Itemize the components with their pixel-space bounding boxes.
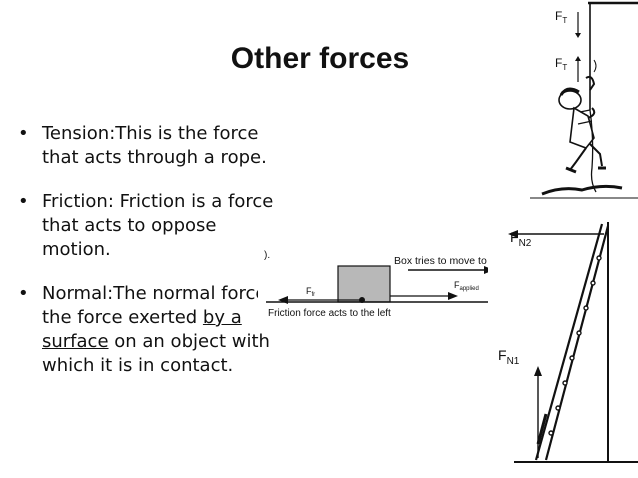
ladder-rung — [562, 380, 568, 386]
boy-arm-grip — [587, 107, 596, 119]
normal-line-2: the force exerted by a — [42, 306, 348, 330]
slide-title: Other forces — [230, 42, 410, 75]
normal-force-n2-label: FN2 — [510, 229, 532, 249]
ladder-rung — [583, 305, 589, 311]
ladder-rungs — [548, 255, 602, 436]
bullet-normal: • Normal:The normal force is the force e… — [18, 282, 348, 378]
tension-label-top: FT — [555, 9, 567, 25]
bullet-marker: • — [18, 123, 29, 144]
ladder-foot-shadow — [536, 413, 548, 445]
friction-box — [337, 265, 391, 303]
ground-pile — [541, 184, 623, 196]
bracket-mark — [593, 59, 597, 73]
applied-force-label: Fapplied — [454, 280, 479, 292]
underlined-surface: surface — [42, 331, 109, 352]
underlined-by-a: by a — [202, 307, 242, 328]
friction-caption: Friction force acts to the left — [268, 308, 391, 319]
tension-arrow-up-head — [575, 56, 581, 61]
boy-shoes — [565, 166, 606, 174]
box-tries-label: Box tries to move to th — [394, 255, 499, 267]
ladder-rung — [590, 280, 596, 286]
ladder-rung — [596, 255, 602, 261]
ladder-normal-force-figure: FN2 FN1 — [488, 208, 638, 478]
partial-char: ). — [264, 250, 270, 261]
bullet-friction: • Friction: Friction is a force that act… — [18, 190, 348, 262]
ladder-rung — [576, 330, 582, 336]
tension-line-2: that acts through a rope. — [42, 147, 267, 168]
normal-force-floor-arrowhead — [534, 366, 542, 376]
tension-label-bottom: FT — [555, 56, 567, 72]
friction-line-1: Friction: Friction is a force — [42, 191, 274, 212]
normal-line-4: which it is in contact. — [42, 355, 234, 376]
ladder-rail-left — [534, 223, 604, 461]
boy-leg-left — [569, 147, 587, 171]
bullet-marker: • — [18, 283, 29, 304]
ladder-rung — [548, 430, 554, 436]
tension-arrow-down-head — [575, 33, 581, 38]
rope-tension-figure: FT FT — [530, 0, 638, 202]
climbing-boy-illustration — [558, 75, 606, 193]
boy-hair — [559, 87, 580, 96]
ladder-rung — [555, 405, 561, 411]
friction-line-2: that acts to oppose — [42, 215, 217, 236]
boy-shirt-lines — [577, 109, 593, 125]
boy-leg-right — [589, 143, 603, 167]
friction-force-label: Ffr — [306, 286, 315, 298]
tension-line-1: Tension:This is the force — [42, 123, 259, 144]
normal-line-1: Normal:The normal force is — [42, 283, 287, 304]
bullet-marker: • — [18, 191, 29, 212]
normal-line-3-suffix: on an object with — [108, 331, 270, 352]
friction-figure-svg: ). Box tries to move to th Ffr Fapplied … — [264, 250, 502, 319]
ladder-figure-svg: FN2 FN1 — [498, 222, 638, 463]
ladder-rung — [569, 355, 575, 361]
friction-box-figure: ). Box tries to move to th Ffr Fapplied … — [258, 236, 502, 322]
rope-figure-svg: FT FT — [530, 1, 638, 199]
normal-force-n1-label: FN1 — [498, 347, 520, 367]
normal-line-3: surface on an object with — [42, 330, 348, 354]
boy-head — [558, 90, 582, 110]
ladder-rail-right — [544, 225, 610, 461]
friction-arrowhead — [278, 296, 288, 304]
bullet-tension: • Tension:This is the force that acts th… — [18, 122, 348, 170]
friction-line-3: motion. — [42, 239, 111, 260]
boy-arm-up — [585, 75, 596, 91]
normal-force-wall-arrowhead — [508, 230, 518, 238]
rope-lower — [589, 109, 597, 193]
normal-line-2-prefix: the force exerted — [42, 307, 203, 328]
bullet-list: • Tension:This is the force that acts th… — [18, 122, 348, 378]
applied-force-arrowhead — [448, 292, 458, 300]
